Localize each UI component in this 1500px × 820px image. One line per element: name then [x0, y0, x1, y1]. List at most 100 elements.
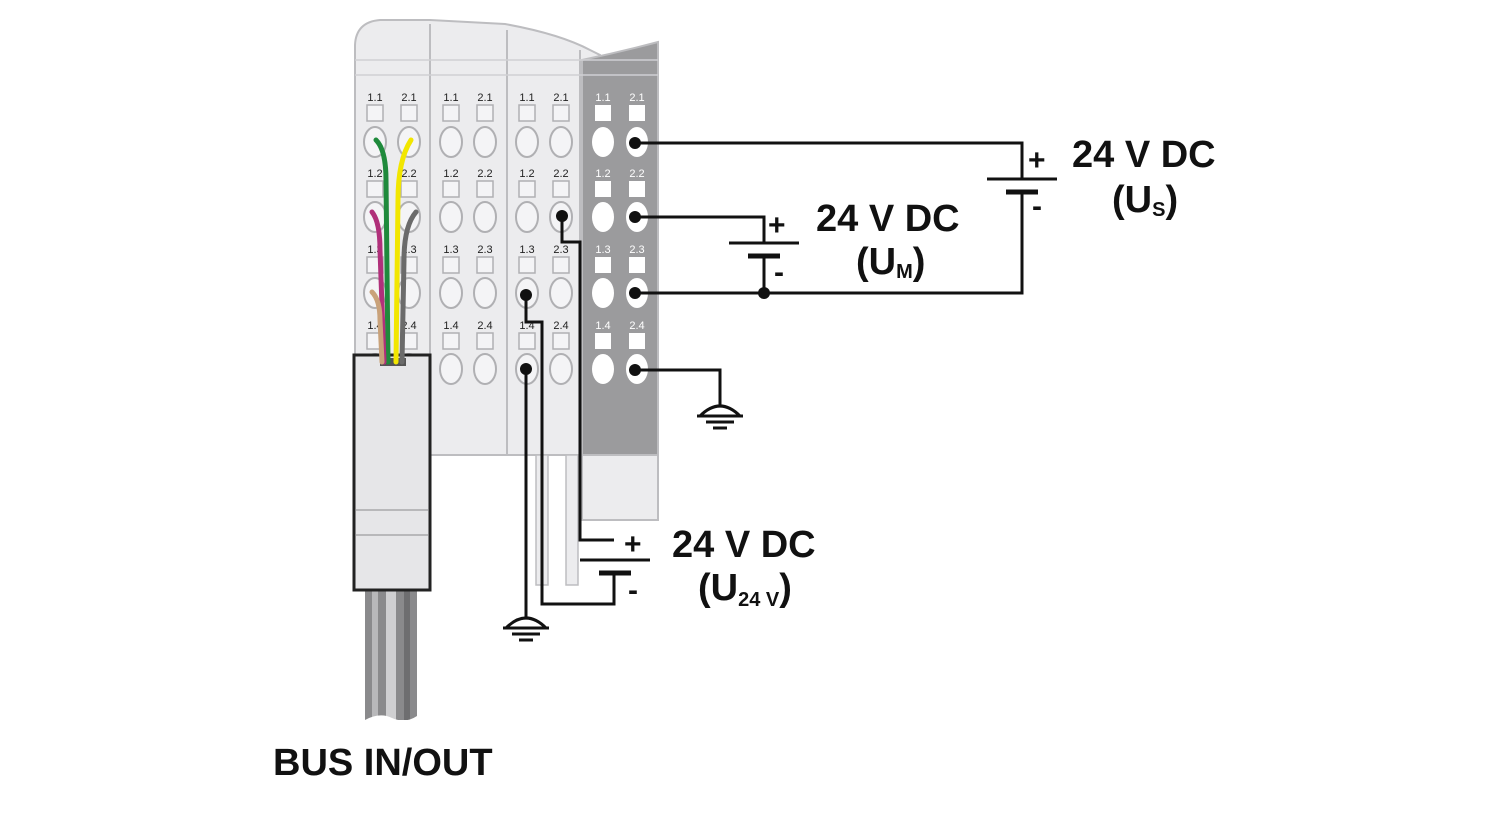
terminal-marker-square — [595, 333, 611, 349]
u24v-plus-sign: + — [624, 528, 642, 561]
terminal-marker-square — [518, 104, 536, 122]
terminal-label: 1.3 — [595, 244, 610, 256]
terminal-label: 1.1 — [595, 92, 610, 104]
u24v-id-label: (U24 V) — [698, 567, 792, 611]
terminal-label: 2.1 — [401, 92, 416, 104]
terminal-marker-square — [400, 180, 418, 198]
terminal-label: 2.2 — [477, 168, 492, 180]
connection-dots — [520, 137, 770, 376]
terminal-clamp — [473, 126, 497, 158]
terminal-marker-square — [366, 104, 384, 122]
module-housing-dark — [581, 40, 659, 521]
terminal-marker-square — [629, 105, 645, 121]
terminal-clamp — [473, 277, 497, 309]
terminal-marker-square — [629, 257, 645, 273]
terminal-label: 1.2 — [519, 168, 534, 180]
wire-darkgray — [399, 209, 419, 365]
terminal-label: 2.2 — [629, 168, 644, 180]
terminal-clamp — [592, 202, 614, 232]
terminal-label: 2.1 — [629, 92, 644, 104]
terminal-marker-square — [518, 256, 536, 274]
terminal-clamp — [592, 354, 614, 384]
ground-symbol-right — [697, 404, 743, 430]
terminal-label: 1.2 — [595, 168, 610, 180]
terminal-marker-square — [476, 104, 494, 122]
terminal-marker-square — [552, 180, 570, 198]
terminal-marker-square — [595, 105, 611, 121]
terminal-clamp — [515, 126, 539, 158]
terminal-marker-square — [552, 256, 570, 274]
bus-in-out-label: BUS IN/OUT — [273, 742, 493, 784]
terminal-label: 1.1 — [519, 92, 534, 104]
us-voltage-label: 24 V DC — [1072, 134, 1216, 176]
battery-us-symbol — [987, 177, 1057, 195]
terminal-clamp — [549, 353, 573, 385]
terminal-label: 2.2 — [553, 168, 568, 180]
terminal-label: 1.2 — [367, 168, 382, 180]
terminal-clamp — [473, 201, 497, 233]
wire-magenta — [369, 209, 387, 365]
wire-pe-right — [635, 368, 722, 405]
terminal-clamp — [592, 278, 614, 308]
terminal-marker-square — [442, 256, 460, 274]
terminal-marker-square — [595, 257, 611, 273]
terminal-marker-square — [442, 104, 460, 122]
terminal-labels: 1.1 1.2 1.3 1.4 2.1 2.2 2.3 2.4 1.1 1.2 1.3 1.4 2.1 2… — [367, 92, 644, 332]
terminal-marker-square — [366, 180, 384, 198]
terminal-marker-square — [476, 256, 494, 274]
terminal-clamp — [549, 277, 573, 309]
wire-u24-plus — [560, 216, 614, 542]
terminal-clamp — [515, 201, 539, 233]
terminal-marker-square — [629, 333, 645, 349]
terminal-label: 1.1 — [443, 92, 458, 104]
terminal-clamp — [439, 277, 463, 309]
battery-u24v-symbol — [580, 558, 650, 576]
wire-tan — [369, 289, 385, 365]
terminal-clamp — [549, 126, 573, 158]
wire-us-plus — [635, 141, 1024, 178]
terminal-label: 1.4 — [443, 320, 458, 332]
us-id-label: (US) — [1112, 179, 1178, 221]
um-voltage-label: 24 V DC — [816, 198, 960, 240]
um-id-label: (UM) — [856, 241, 925, 283]
um-plus-sign: + — [768, 209, 786, 242]
bus-wires — [369, 137, 419, 365]
wire-um-plus — [635, 215, 766, 243]
us-minus-sign: - — [1032, 190, 1042, 223]
battery-um-symbol — [729, 241, 799, 259]
ground-symbol-left — [503, 616, 549, 642]
terminal-label: 2.1 — [553, 92, 568, 104]
terminal-label: 1.2 — [443, 168, 458, 180]
terminal-label: 2.3 — [553, 244, 568, 256]
terminal-marker-square — [476, 180, 494, 198]
terminal-marker-square — [442, 332, 460, 350]
terminal-marker-square — [552, 104, 570, 122]
terminal-clamp — [439, 353, 463, 385]
terminal-label: 1.3 — [519, 244, 534, 256]
terminal-marker-square — [629, 181, 645, 197]
terminal-marker-square — [518, 332, 536, 350]
terminal-marker-square — [442, 180, 460, 198]
terminal-label: 1.1 — [367, 92, 382, 104]
terminal-marker-square — [518, 180, 536, 198]
terminal-label: 2.3 — [629, 244, 644, 256]
wire-u24-minus — [524, 295, 616, 606]
terminal-label: 1.4 — [595, 320, 610, 332]
terminal-clamp — [439, 201, 463, 233]
terminal-marker-square — [476, 332, 494, 350]
terminal-label: 2.4 — [629, 320, 644, 332]
u24v-voltage-label: 24 V DC — [672, 524, 816, 566]
cable-connector-housing — [352, 353, 432, 592]
terminal-label: 2.2 — [401, 168, 416, 180]
terminal-marker-square — [400, 104, 418, 122]
wire-green — [373, 137, 391, 365]
terminal-clamp — [439, 126, 463, 158]
us-plus-sign: + — [1028, 144, 1046, 177]
terminal-clamp — [592, 127, 614, 157]
terminal-marker-square — [552, 332, 570, 350]
terminal-label: 2.3 — [477, 244, 492, 256]
terminal-clamp — [473, 353, 497, 385]
terminal-label: 2.4 — [477, 320, 492, 332]
u24v-minus-sign: - — [628, 574, 638, 607]
